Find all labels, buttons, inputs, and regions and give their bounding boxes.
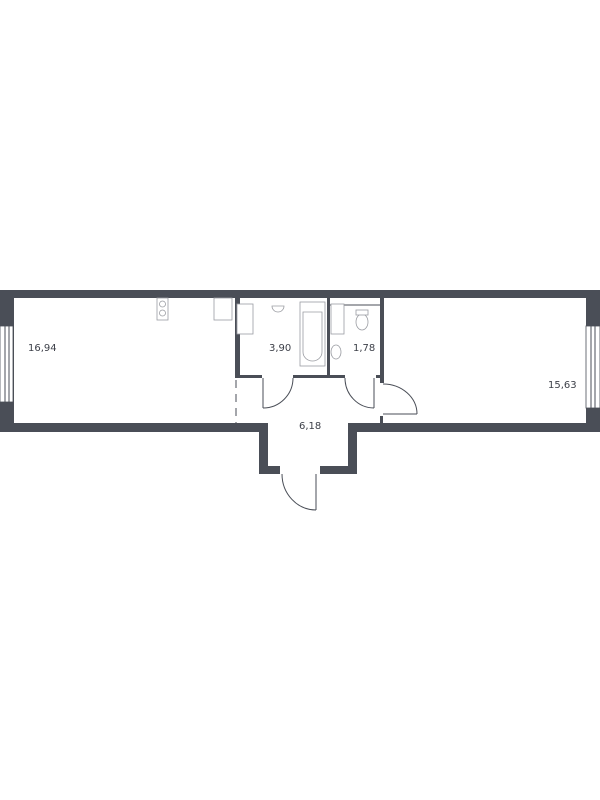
room-area-bedroom: 15,63 <box>548 380 577 391</box>
room-labels: 16,94 3,90 1,78 6,18 15,63 <box>28 343 577 432</box>
doors <box>262 377 418 511</box>
room-area-hallway: 6,18 <box>299 421 321 432</box>
fixtures <box>156 297 369 367</box>
room-area-living-kitchen: 16,94 <box>28 343 57 354</box>
windows <box>0 325 600 409</box>
room-area-bathroom: 3,90 <box>269 343 291 354</box>
room-area-wc: 1,78 <box>353 343 375 354</box>
